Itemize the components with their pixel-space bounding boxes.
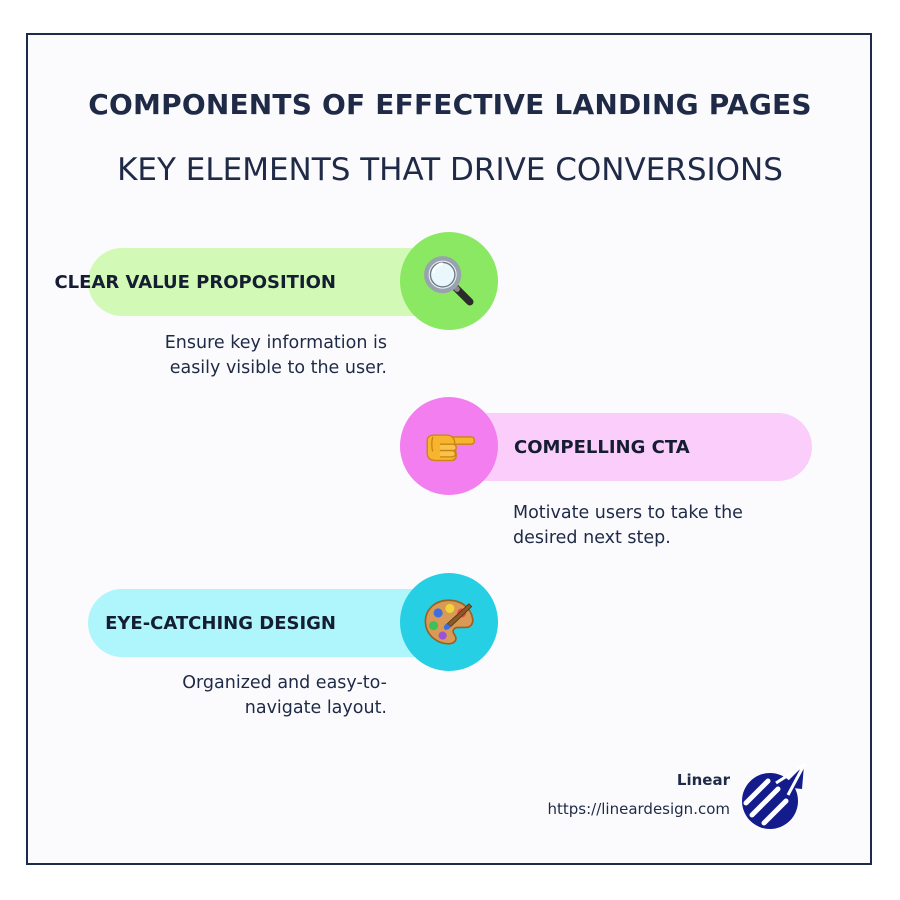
item-label: EYE-CATCHING DESIGN (105, 612, 336, 634)
item-icon-circle (400, 573, 498, 671)
page-title: COMPONENTS OF EFFECTIVE LANDING PAGES (88, 88, 812, 121)
brand-name: Linear (676, 771, 730, 789)
item-description: Ensure key information is easily visible… (164, 333, 387, 378)
magnifying-glass-icon (424, 256, 474, 306)
artist-palette-icon (424, 599, 474, 645)
pointing-hand-icon (426, 434, 476, 462)
item-label: COMPELLING CTA (514, 436, 690, 458)
item-description: Motivate users to take the desired next … (513, 503, 743, 548)
item-pill-eye-catching-design: EYE-CATCHING DESIGN (88, 589, 448, 657)
linear-rocket-logo-icon (742, 763, 806, 829)
item-label: CLEAR VALUE PROPOSITION (54, 271, 336, 293)
item-pill-value-proposition: CLEAR VALUE PROPOSITION (54, 248, 448, 316)
item-icon-circle (400, 232, 498, 330)
brand-url[interactable]: https://lineardesign.com (547, 800, 731, 818)
item-icon-circle (400, 397, 498, 495)
item-description: Organized and easy-to- navigate layout. (182, 673, 387, 718)
page-subtitle: KEY ELEMENTS THAT DRIVE CONVERSIONS (117, 152, 783, 188)
